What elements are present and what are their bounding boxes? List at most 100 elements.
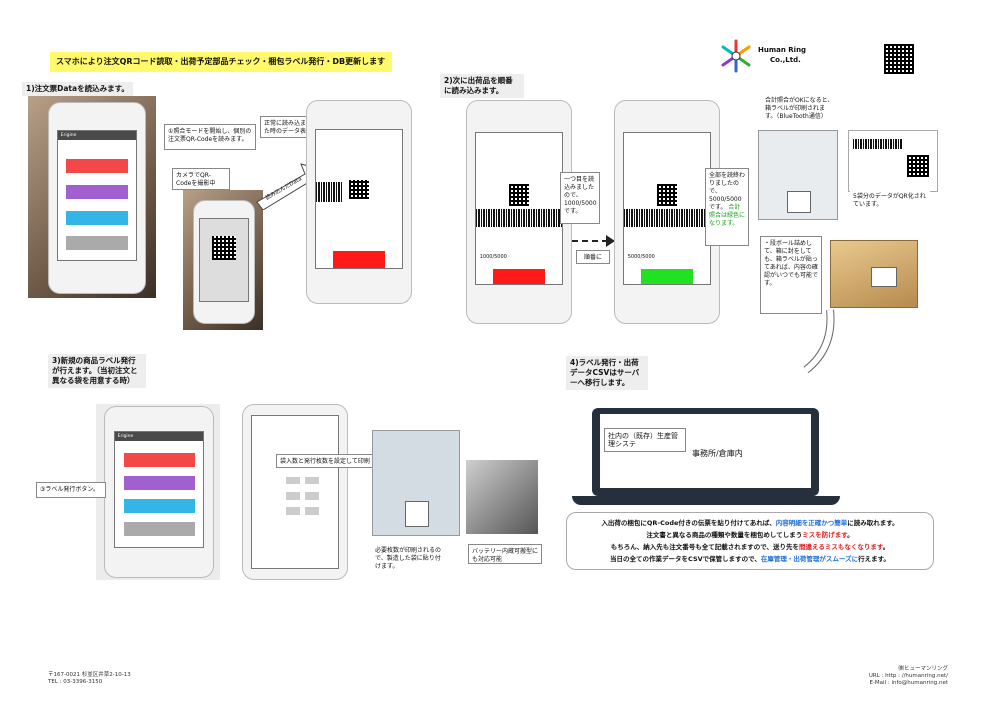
step3-menu-gray[interactable] bbox=[123, 521, 195, 536]
step3-menu-red[interactable] bbox=[123, 452, 195, 467]
camera-screen bbox=[198, 218, 250, 303]
step2-screen-first: 1000/5000 bbox=[475, 132, 563, 286]
form-field-row[interactable] bbox=[305, 492, 319, 500]
result-qr-code bbox=[348, 179, 370, 199]
step2-callout-complete: 全部を読終わりましたので、5000/5000です。 合計照合は緑色になります。 bbox=[705, 168, 749, 246]
step1-label: 1)注文票Dataを読込みます。 bbox=[22, 82, 133, 96]
form-field-row[interactable] bbox=[305, 476, 319, 485]
printer-callout-box: ・段ボール詰めして、箱に封をしても、箱ラベルが貼ってあれば、内容の確認がいつでも… bbox=[760, 236, 822, 314]
arrow-right-icon bbox=[606, 235, 615, 247]
printer-callout-ok: 合計照合がOKになると、箱ラベルが印刷されます。（BlueTooth通信） bbox=[762, 94, 838, 132]
human-ring-logo-icon bbox=[721, 39, 751, 73]
result-barcode bbox=[316, 182, 342, 202]
step2-phone-first: 1000/5000 bbox=[466, 100, 572, 324]
form-field-row[interactable] bbox=[286, 507, 301, 515]
summary-line2-b: ミスを防げます bbox=[802, 531, 848, 539]
printer-label bbox=[787, 191, 811, 213]
step4-location: 事務所/倉庫内 bbox=[692, 449, 743, 458]
summary-line4-b: 在庫管理・出荷管理がスムーズに bbox=[760, 555, 859, 563]
step1-result-screen bbox=[315, 129, 403, 269]
portable-printer-photo bbox=[466, 460, 538, 534]
step2-status-green bbox=[641, 269, 693, 285]
box-label-sticker bbox=[871, 267, 897, 287]
step3-callout-print: 必要枚数が印刷されるので、製造した袋に貼り付けます。 bbox=[372, 544, 444, 576]
company-name-line2: Co.,Ltd. bbox=[770, 56, 801, 64]
footer-address: 〒167-0021 杉並区井草2-10-13 bbox=[48, 672, 131, 678]
step3-label-printer bbox=[372, 430, 460, 536]
step2-label: 2)次に出荷品を順番に読み込みます。 bbox=[440, 74, 524, 98]
step2-phone-complete: 5000/5000 bbox=[614, 100, 720, 324]
summary-line3-a: もちろん、納入先も注文番号も全て記載されますので、送り先を bbox=[610, 543, 800, 551]
step1-photo-phone: Erigine bbox=[28, 96, 156, 298]
footer-company: ㈱ヒューマンリング bbox=[898, 666, 948, 672]
menu-button-gray[interactable] bbox=[65, 236, 129, 251]
step4-system-name: 社内の（既存）生産管理システ bbox=[604, 428, 686, 452]
step3-phone-form bbox=[242, 404, 348, 580]
summary-line3-b: 間違えるミスもなくなります bbox=[799, 543, 883, 551]
step2-dashed-arrow bbox=[572, 235, 616, 247]
footer-contact-block: ㈱ヒューマンリング URL : http : //humanring.net/ … bbox=[869, 666, 948, 687]
step3-phone-menu: Erigine bbox=[104, 406, 214, 578]
printer-callout-qr: 5袋分のデータがQR化されています。 bbox=[850, 190, 930, 210]
menu-button-blue[interactable] bbox=[65, 210, 129, 225]
summary-line4-c: 行えます。 bbox=[858, 555, 890, 563]
box-label-qr bbox=[907, 155, 929, 177]
step2-callout-first: 一つ目を読込みましたので、1000/5000です。 bbox=[560, 172, 600, 224]
step2-qr-complete bbox=[656, 184, 678, 206]
printed-label bbox=[405, 501, 429, 527]
step3-menu-purple[interactable] bbox=[123, 475, 195, 490]
form-field-row[interactable] bbox=[286, 492, 301, 500]
callout-complete-green: 合計照合は緑色になります。 bbox=[709, 204, 746, 227]
callout-complete-text: 全部を読終わりましたので、5000/5000です。 bbox=[709, 172, 746, 211]
summary-box: 入出荷の梱包にQR-Code付きの伝票を貼り付けてあれば、内容明細を正確かつ簡単… bbox=[566, 512, 934, 570]
summary-line1-a: 入出荷の梱包にQR-Code付きの伝票を貼り付けてあれば、 bbox=[601, 519, 776, 527]
result-status-red bbox=[333, 251, 385, 268]
company-name-line1: Human Ring bbox=[758, 46, 807, 54]
summary-line2: 注文書と異なる商品の種類や数量を梱包めしてしまうミスを防げます。 bbox=[567, 529, 933, 541]
step2-status-red bbox=[493, 269, 545, 285]
step3-callout-input: 袋入数と発行枚数を設定して印刷 bbox=[276, 454, 380, 468]
step2-count-partial: 1000/5000 bbox=[479, 254, 507, 261]
app-title-bar: Erigine bbox=[57, 130, 137, 140]
summary-line3-c: 。 bbox=[882, 543, 890, 551]
step1-phone-screen: Erigine bbox=[56, 129, 138, 261]
summary-line1-b: 内容明細を正確かつ簡単 bbox=[775, 519, 848, 527]
label-printer bbox=[758, 130, 838, 220]
form-field-row[interactable] bbox=[305, 507, 319, 515]
menu-button-purple[interactable] bbox=[65, 184, 129, 199]
step1-phone: Erigine bbox=[48, 102, 146, 294]
footer-url[interactable]: URL : http : //humanring.net/ bbox=[868, 673, 948, 679]
header-qr-code bbox=[884, 44, 914, 74]
box-label-barcode bbox=[853, 139, 903, 149]
step3-photo-menu: Erigine bbox=[96, 404, 220, 580]
curved-arrow-to-server bbox=[800, 308, 840, 382]
step3-menu-screen: Erigine bbox=[113, 430, 205, 549]
box-label-sample bbox=[848, 130, 938, 192]
summary-line1: 入出荷の梱包にQR-Code付きの伝票を貼り付けてあれば、内容明細を正確かつ簡単… bbox=[567, 517, 933, 529]
summary-line4-a: 当日の全ての作業データをCSVで保管しますので、 bbox=[610, 555, 761, 563]
summary-line4: 当日の全ての作業データをCSVで保管しますので、在庫管理・出荷管理がスムーズに行… bbox=[567, 553, 933, 565]
step4-label: 4)ラベル発行・出荷データCSVはサーバーへ移行します。 bbox=[566, 356, 648, 390]
step2-barcode-first bbox=[476, 208, 562, 227]
camera-qr-code bbox=[211, 235, 237, 261]
step2-count-full: 5000/5000 bbox=[627, 254, 655, 261]
summary-line3: もちろん、納入先も注文番号も全て記載されますので、送り先を間違えるミスもなくなり… bbox=[567, 541, 933, 553]
form-field-row[interactable] bbox=[286, 476, 301, 485]
dashed-line bbox=[572, 240, 608, 242]
step3-label-issue-button[interactable] bbox=[123, 498, 195, 513]
step2-junban: 順番に bbox=[576, 250, 610, 264]
step2-qr-first bbox=[508, 184, 530, 206]
curved-arrow-icon bbox=[803, 309, 835, 374]
cardboard-box-photo bbox=[830, 240, 918, 308]
step2-barcode-complete bbox=[624, 208, 710, 227]
summary-line2-a: 注文書と異なる商品の種類や数量を梱包めしてしまう bbox=[646, 531, 803, 539]
menu-button-red[interactable] bbox=[65, 158, 129, 173]
footer-email[interactable]: E-Mail : info@humanring.net bbox=[869, 680, 948, 686]
camera-phone bbox=[193, 200, 255, 324]
step2-screen-complete: 5000/5000 bbox=[623, 132, 711, 286]
step3-label: 3)新規の商品ラベル発行が行えます。（当初注文と異なる袋を用意する時） bbox=[48, 354, 146, 388]
step3-callout-battery: バッテリー内蔵可搬型にも対応可能 bbox=[468, 544, 542, 564]
summary-line2-c: 。 bbox=[847, 531, 854, 539]
company-logo: Human Ring Co.,Ltd. bbox=[718, 38, 818, 74]
step1-callout-camera: カメラでQR-Codeを撮影中 bbox=[172, 168, 230, 190]
